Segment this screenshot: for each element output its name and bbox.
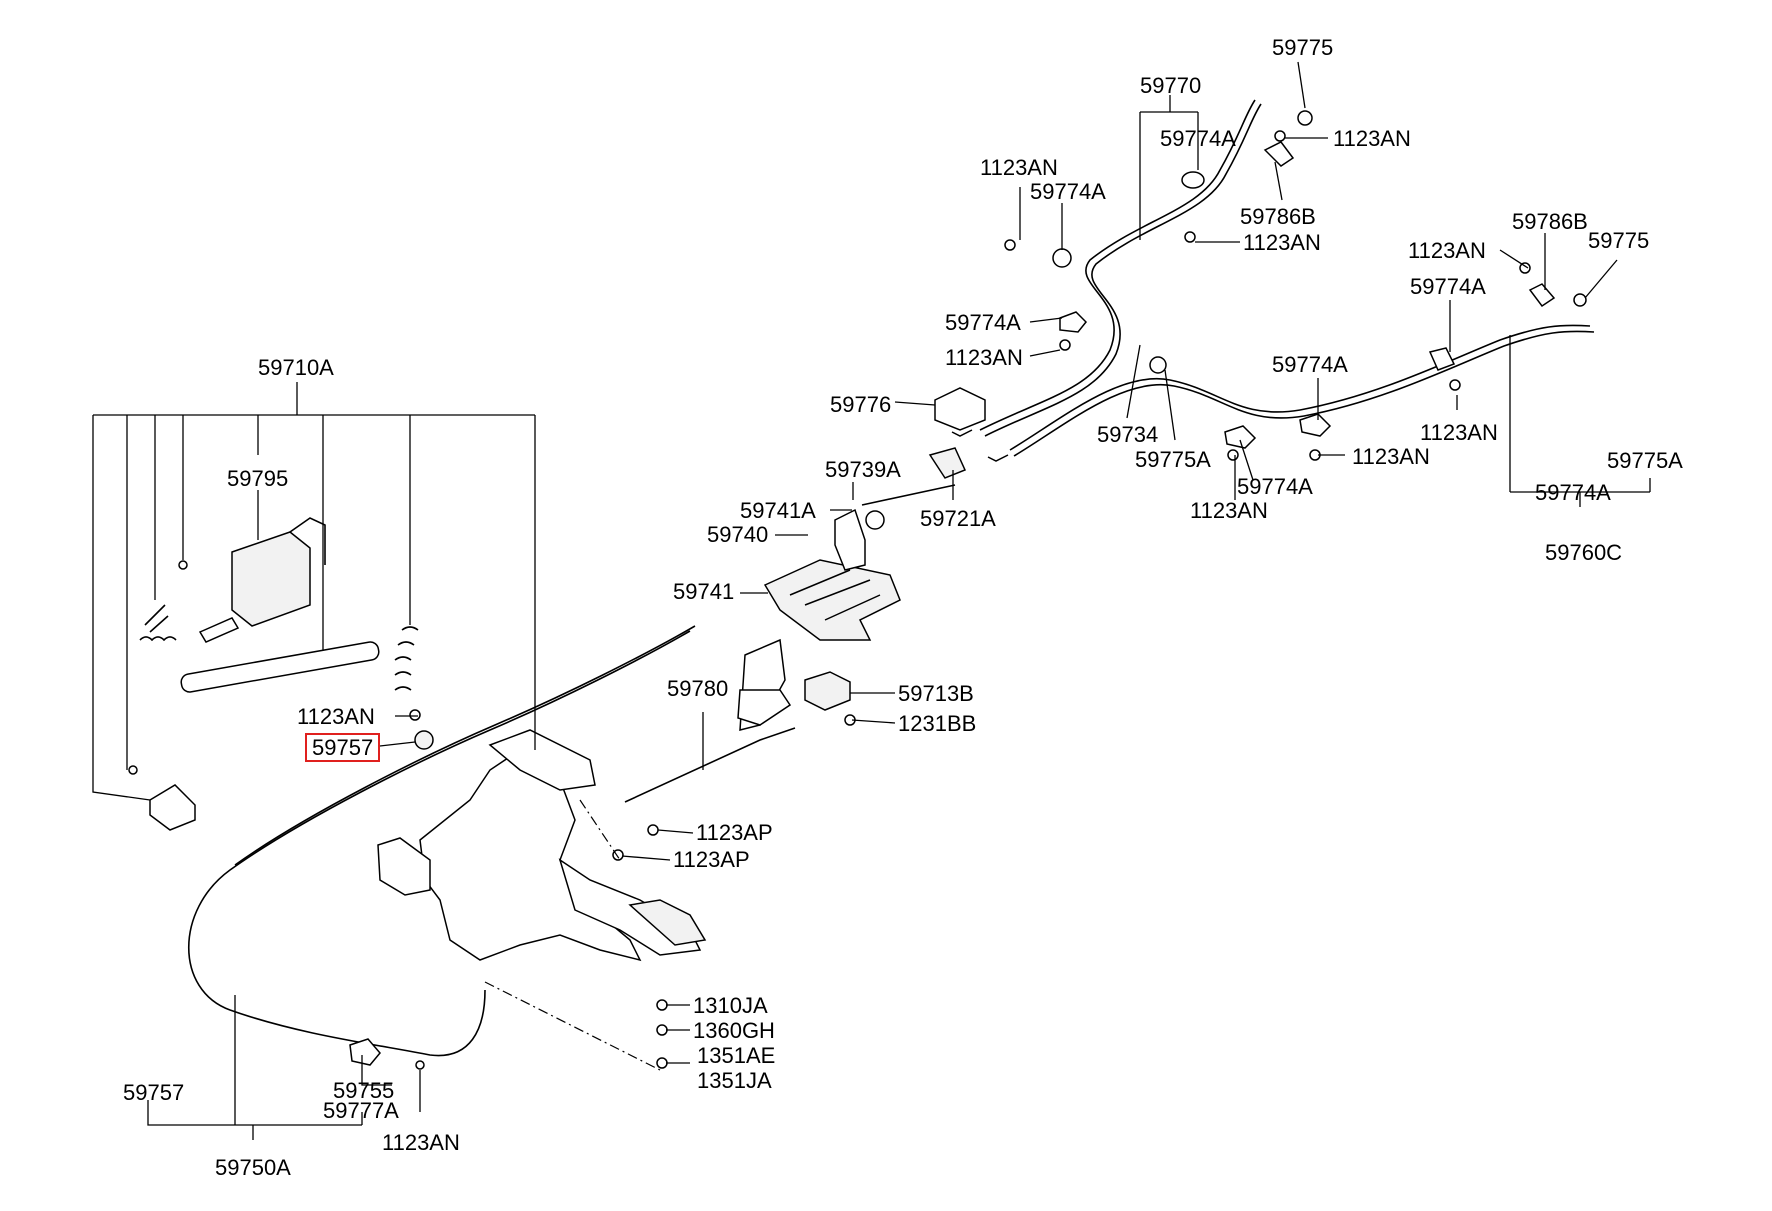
label-1360GH[interactable]: 1360GH <box>693 1018 775 1043</box>
lever-base-detail <box>789 569 881 621</box>
label-59776[interactable]: 59776 <box>830 392 891 417</box>
label-59757-selected[interactable]: 59757 <box>312 735 373 760</box>
label-1123AN-right-2[interactable]: 1123AN <box>1243 230 1321 255</box>
label-1123AN-bottom[interactable]: 1123AN <box>382 1130 460 1155</box>
pedal-switch-59795 <box>231 531 311 627</box>
pedal-switch-wire <box>289 517 326 565</box>
label-59774A-mid-1[interactable]: 59774A <box>945 310 1021 335</box>
label-1123AN-mid-2[interactable]: 1123AN <box>1420 420 1498 445</box>
label-59774A-top-2[interactable]: 59774A <box>1030 179 1106 204</box>
label-59721A[interactable]: 59721A <box>920 506 996 531</box>
label-59710A[interactable]: 59710A <box>258 355 334 380</box>
label-1123AN-far-right[interactable]: 1123AN <box>1408 238 1486 263</box>
clip-59775A <box>1149 356 1167 374</box>
label-59795[interactable]: 59795 <box>227 466 288 491</box>
rear-cable-left-59770 <box>979 99 1256 431</box>
label-59780[interactable]: 59780 <box>667 676 728 701</box>
cable-end-right <box>987 454 1009 462</box>
label-59774A-top-1[interactable]: 59774A <box>1160 126 1236 151</box>
clamp-59774A-6 <box>1428 347 1456 371</box>
assembly-dash-line-2 <box>579 799 621 861</box>
nut-59775-right <box>1573 293 1587 307</box>
bolt-markers <box>128 130 1531 1070</box>
rear-cable-right-59760C <box>1009 324 1591 451</box>
pedal-pad <box>628 899 707 946</box>
label-59774A-far-right[interactable]: 59774A <box>1410 274 1486 299</box>
label-59739A[interactable]: 59739A <box>825 457 901 482</box>
front-cable-59750A <box>188 630 691 1057</box>
bracket-59776 <box>934 387 986 431</box>
selected-part-highlight <box>305 733 380 762</box>
label-59775-top[interactable]: 59775 <box>1272 35 1333 60</box>
label-59757-bottom[interactable]: 59757 <box>123 1080 184 1105</box>
nut-59775-top <box>1297 110 1313 126</box>
label-1351JA[interactable]: 1351JA <box>697 1068 772 1093</box>
clip-59755 <box>349 1038 381 1066</box>
rear-cable-right-59760C-inner <box>1013 330 1595 457</box>
label-59770[interactable]: 59770 <box>1140 73 1201 98</box>
label-59786B-2[interactable]: 59786B <box>1512 209 1588 234</box>
return-spring-left <box>139 604 177 642</box>
rear-cable-left-59770-inner <box>984 103 1262 437</box>
clip-59757-part <box>414 730 434 750</box>
equalizer-arm <box>737 689 792 726</box>
return-spring-right <box>394 626 419 691</box>
label-59775-right[interactable]: 59775 <box>1588 228 1649 253</box>
clamp-59774A-2 <box>1052 248 1072 268</box>
label-1231BB[interactable]: 1231BB <box>898 711 976 736</box>
label-1123AN-mid-3[interactable]: 1123AN <box>1352 444 1430 469</box>
label-1123AN-right-1[interactable]: 1123AN <box>1333 126 1411 151</box>
label-59750A[interactable]: 59750A <box>215 1155 291 1180</box>
label-1123AN-left[interactable]: 1123AN <box>297 704 375 729</box>
label-59774A-mid-2[interactable]: 59774A <box>1272 352 1348 377</box>
label-59786B-1[interactable]: 59786B <box>1240 204 1316 229</box>
label-59774A-right[interactable]: 59774A <box>1535 480 1611 505</box>
front-cable-59750A-inner <box>234 625 696 866</box>
clamp-59774A-5 <box>1299 413 1332 437</box>
lever-bracket-59721A <box>928 447 967 479</box>
label-1123AN-mid-4[interactable]: 1123AN <box>1190 498 1268 523</box>
label-59775A-mid[interactable]: 59775A <box>1135 447 1211 472</box>
clamp-59774A-3 <box>1059 311 1088 333</box>
label-59741[interactable]: 59741 <box>673 579 734 604</box>
label-59775A-right[interactable]: 59775A <box>1607 448 1683 473</box>
bracket-side-plate <box>377 837 431 896</box>
clamp-59774A-1 <box>1181 171 1205 189</box>
lever-base-59741 <box>763 559 901 641</box>
cable-end-left <box>951 429 973 437</box>
label-59755[interactable]: 59755 <box>333 1078 394 1103</box>
label-1123AN-mid-1[interactable]: 1123AN <box>945 345 1023 370</box>
pedal-bracket-mount <box>488 729 596 791</box>
leader-lines <box>92 61 1651 1140</box>
label-1310JA[interactable]: 1310JA <box>693 993 768 1018</box>
label-59741A[interactable]: 59741A <box>740 498 816 523</box>
lower-left-bracket <box>149 784 196 831</box>
label-59713B[interactable]: 59713B <box>898 681 974 706</box>
label-1351AE[interactable]: 1351AE <box>697 1043 775 1068</box>
clamp-59774A-4 <box>1224 425 1257 449</box>
pedal-switch-plunger <box>198 617 240 643</box>
pedal-bracket <box>419 749 642 962</box>
block-59713B <box>804 671 851 711</box>
label-59777A[interactable]: 59777A <box>323 1098 399 1123</box>
lever-bracket-59741A <box>834 508 866 571</box>
label-1123AP-2[interactable]: 1123AP <box>673 847 750 872</box>
label-59734[interactable]: 59734 <box>1097 422 1158 447</box>
label-59740[interactable]: 59740 <box>707 522 768 547</box>
clamp-59786B-2 <box>1528 283 1556 308</box>
clamp-59786B-1 <box>1263 141 1295 167</box>
assembly-dash-line <box>484 981 661 1071</box>
damper-rod <box>180 641 380 693</box>
label-1123AN-top-1[interactable]: 1123AN <box>980 155 1058 180</box>
label-59774A-mid-3[interactable]: 59774A <box>1237 474 1313 499</box>
grommet <box>865 510 885 530</box>
equalizer-cable-59780 <box>624 727 796 803</box>
label-59760C[interactable]: 59760C <box>1545 540 1622 565</box>
adjuster-rod-59739A <box>861 484 956 506</box>
label-1123AP-1[interactable]: 1123AP <box>696 820 773 845</box>
